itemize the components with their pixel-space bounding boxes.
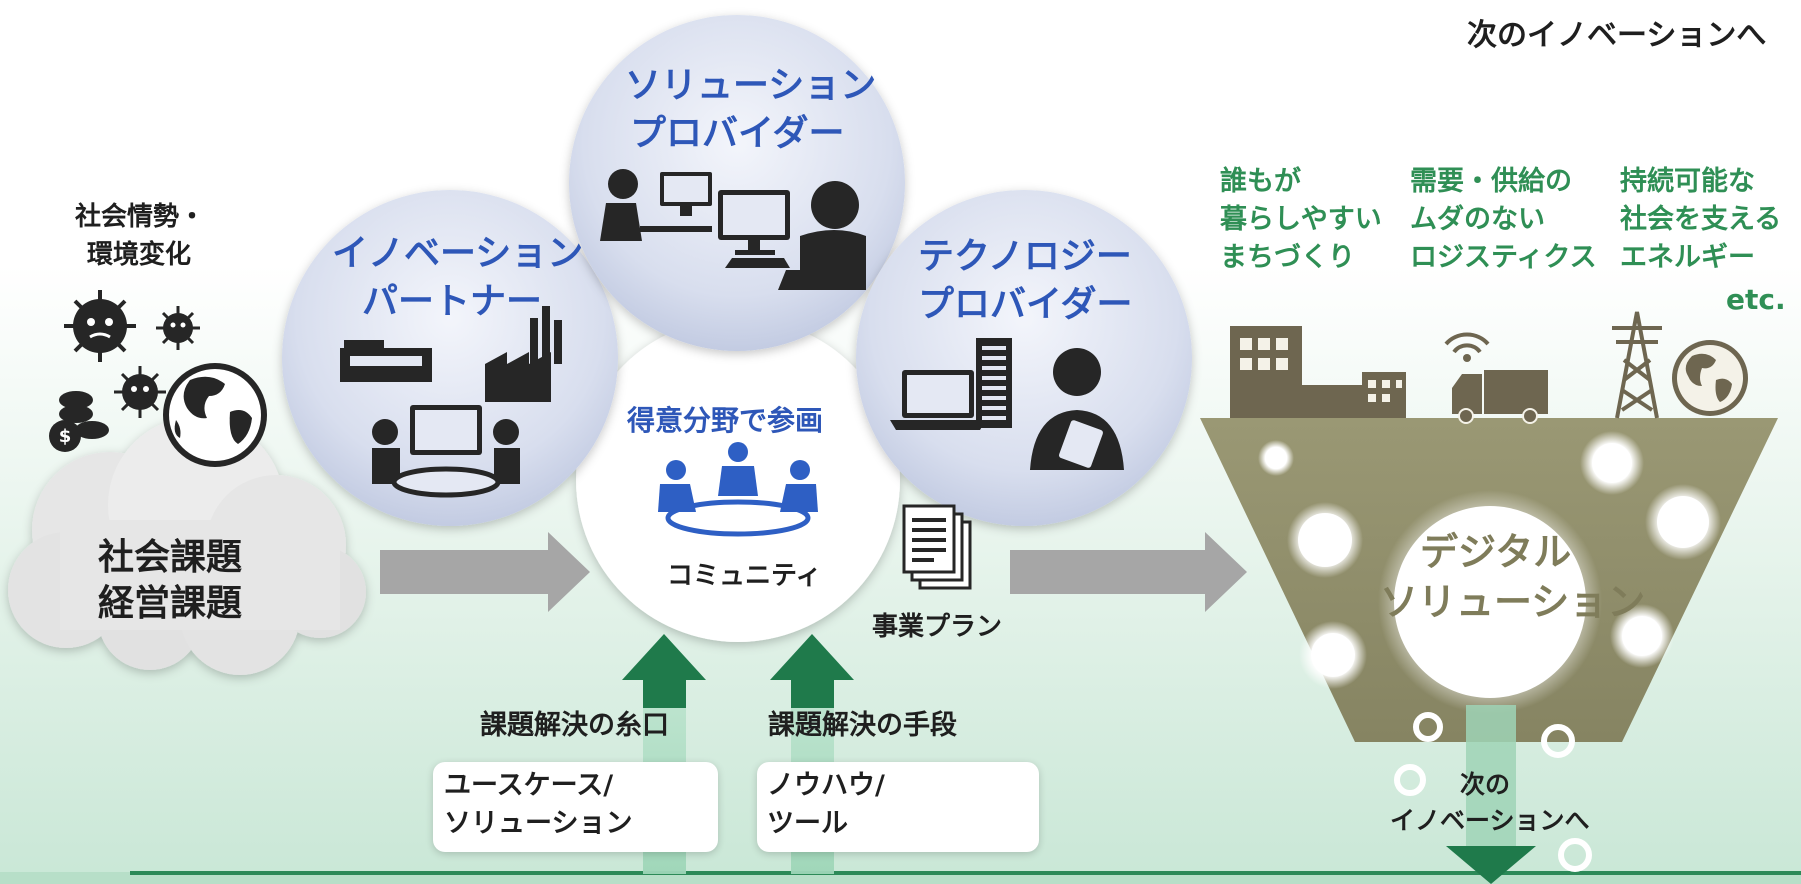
globe-icon	[163, 363, 267, 467]
funnel-bubbles	[1258, 431, 1721, 714]
outcome-energy-line2: 社会を支える	[1620, 204, 1782, 235]
use-case-card-line1: ユースケース/	[444, 770, 614, 801]
knowhow-card-line2: ツール	[767, 808, 848, 839]
svg-text:$: $	[59, 426, 72, 447]
delivery-truck-icon	[1444, 332, 1548, 424]
innovation-partner-circle	[282, 190, 618, 526]
outcome-energy-line1: 持続可能な	[1620, 166, 1755, 197]
next-label-line1: 次の	[1460, 770, 1511, 799]
engineer-tablet-icon	[1030, 348, 1124, 470]
power-tower-icon	[1612, 311, 1662, 419]
outcome-town-line2: 暮らしやすい	[1220, 204, 1382, 235]
solution-provider-title-line2: プロバイダー	[630, 113, 845, 154]
laptop-icon	[890, 370, 986, 430]
knowhow-card	[757, 762, 1039, 852]
city-building-icon	[1230, 326, 1406, 418]
header-title: 次のイノベーションへ	[1467, 18, 1767, 53]
next-arrow-shaft	[1466, 705, 1516, 850]
virus-icon-middle	[114, 366, 166, 418]
outcome-energy-line3: エネルギー	[1620, 242, 1755, 273]
funnel-label-line1: デジタル	[1420, 530, 1572, 574]
tech-provider-title-line1: テクノロジー	[918, 236, 1132, 277]
business-plan-label: 事業プラン	[872, 612, 1003, 642]
social-issue-cloud	[8, 417, 366, 675]
tech-provider-title-line2: プロバイダー	[918, 284, 1133, 325]
eco-globe-icon	[1672, 340, 1748, 416]
outcome-etc: etc.	[1726, 283, 1786, 316]
knowhow-card-line1: ノウハウ/	[767, 770, 885, 801]
solution-provider-title-line1: ソリューション	[625, 65, 877, 106]
meeting-table-icon	[372, 405, 520, 498]
factory-icon	[485, 306, 562, 402]
context-label-line1: 社会情勢・	[75, 202, 206, 232]
virus-icon-large	[64, 290, 136, 362]
next-arrow-head	[1446, 846, 1536, 884]
cloud-label-line2: 経営課題	[98, 583, 243, 624]
floating-bubbles	[1394, 712, 1592, 872]
funnel-label-line2: ソリューション	[1380, 580, 1646, 624]
community-heading: 得意分野で参画	[627, 404, 824, 437]
business-plan-document-icon	[902, 504, 972, 590]
arrow-cloud-to-community	[380, 532, 590, 612]
cloud-label-line1: 社会課題	[98, 537, 243, 578]
innovation-partner-title-line1: イノベーション	[332, 233, 584, 274]
use-case-card-line2: ソリューション	[444, 808, 633, 839]
outcome-logistics-line1: 需要・供給の	[1410, 166, 1572, 197]
outcome-town-line3: まちづくり	[1220, 242, 1355, 273]
next-label-line2: イノベーションへ	[1390, 806, 1590, 835]
machinery-icon	[340, 340, 432, 382]
virus-icon-small	[156, 306, 200, 350]
innovation-partner-title-line2: パートナー	[362, 281, 543, 322]
outcome-logistics-line3: ロジスティクス	[1410, 242, 1597, 273]
consultation-icon	[718, 181, 866, 290]
input-heading-clue: 課題解決の糸口	[480, 710, 669, 741]
community-people-icon	[658, 442, 818, 537]
context-label-line2: 環境変化	[87, 240, 192, 270]
community-label: コミュニティ	[667, 561, 822, 591]
arrow-plan-to-funnel	[1010, 532, 1247, 612]
outcome-town-line1: 誰もが	[1220, 166, 1301, 197]
outcome-logistics-line2: ムダのない	[1410, 204, 1545, 235]
input-heading-means: 課題解決の手段	[768, 710, 957, 741]
coins-icon: $	[49, 391, 109, 452]
server-icon	[976, 338, 1012, 428]
support-staff-icon	[600, 169, 712, 241]
use-case-card	[433, 762, 718, 852]
